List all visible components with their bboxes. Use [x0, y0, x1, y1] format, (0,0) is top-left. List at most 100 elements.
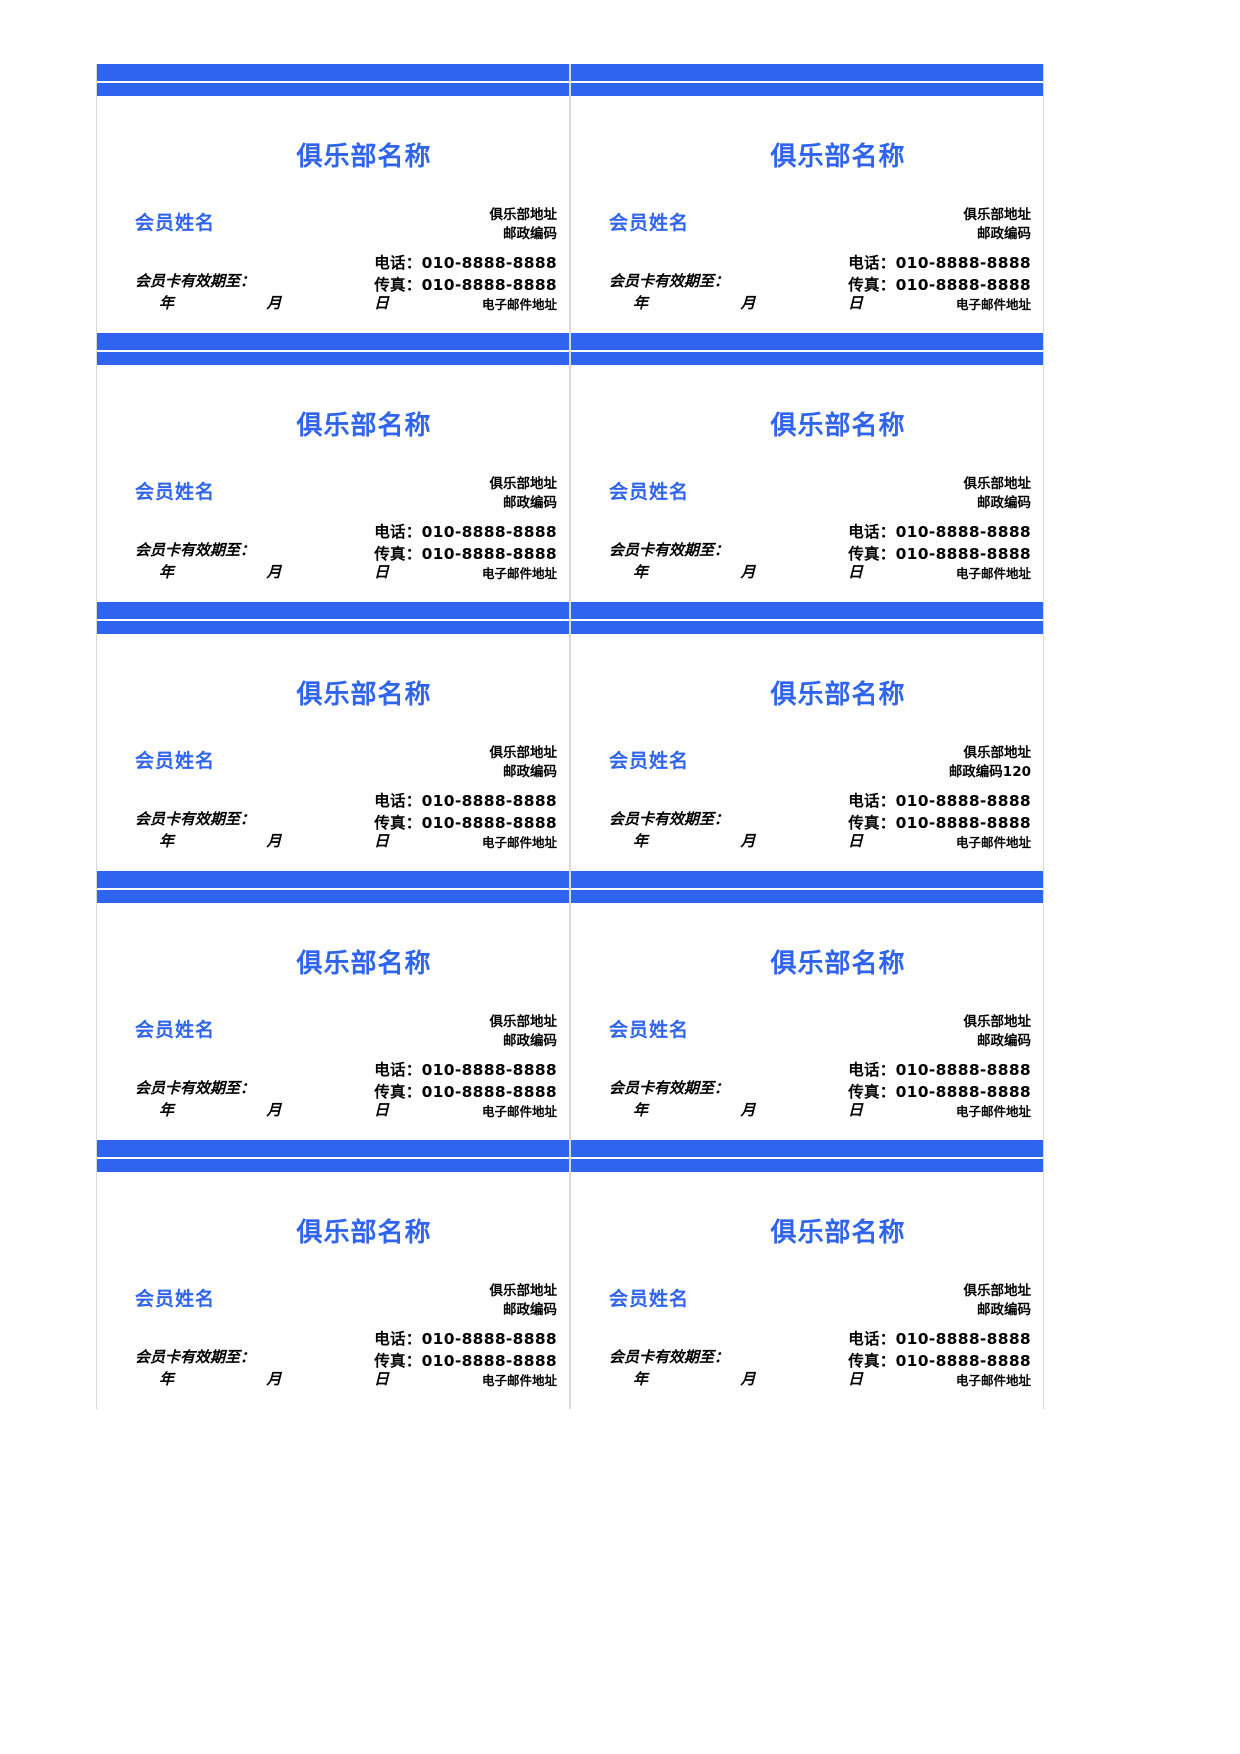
card-header-bar — [97, 333, 569, 365]
club-title: 俱乐部名称 — [296, 1218, 432, 1248]
day-label: 日 — [373, 294, 389, 312]
contact-spacer — [731, 512, 1031, 522]
club-address: 俱乐部地址 — [489, 745, 558, 761]
postal-code: 邮政编码 — [503, 1032, 557, 1049]
validity-date-fields: 年月日 — [633, 834, 863, 849]
member-name: 会员姓名 — [609, 212, 690, 234]
validity-label: 会员卡有效期至： — [609, 1079, 730, 1097]
club-title: 俱乐部名称 — [770, 411, 906, 441]
contact-spacer — [257, 1050, 557, 1060]
day-label: 日 — [373, 1101, 389, 1119]
email-address: 电子邮件地址 — [955, 835, 1031, 850]
telephone: 电话：010-8888-8888 — [848, 792, 1031, 811]
member-name: 会员姓名 — [135, 481, 216, 503]
club-title: 俱乐部名称 — [296, 949, 432, 979]
header-band-top — [571, 871, 1043, 888]
header-band-gap — [97, 1157, 569, 1159]
fax: 传真：010-8888-8888 — [848, 813, 1031, 832]
member-name: 会员姓名 — [135, 1019, 216, 1041]
contact-spacer — [731, 1319, 1031, 1329]
telephone: 电话：010-8888-8888 — [848, 1330, 1031, 1349]
card-header-bar — [97, 64, 569, 96]
validity-label: 会员卡有效期至： — [135, 272, 256, 290]
validity-date-fields: 年月日 — [633, 1103, 863, 1118]
validity-label: 会员卡有效期至： — [135, 541, 256, 559]
day-label: 日 — [847, 1370, 863, 1388]
header-band-gap — [571, 1157, 1043, 1159]
email-address: 电子邮件地址 — [955, 1373, 1031, 1388]
month-label: 月 — [740, 1101, 756, 1119]
header-band-gap — [97, 619, 569, 621]
header-band-bottom — [97, 352, 569, 365]
club-address: 俱乐部地址 — [963, 1014, 1032, 1030]
telephone: 电话：010-8888-8888 — [374, 1330, 557, 1349]
month-label: 月 — [266, 1101, 282, 1119]
header-band-gap — [571, 888, 1043, 890]
month-label: 月 — [740, 563, 756, 581]
card-header-bar — [571, 871, 1043, 903]
fax: 传真：010-8888-8888 — [374, 544, 557, 563]
validity-label: 会员卡有效期至： — [135, 810, 256, 828]
member-name: 会员姓名 — [609, 750, 690, 772]
postal-code: 邮政编码 — [977, 225, 1031, 242]
header-band-top — [97, 64, 569, 81]
fax: 传真：010-8888-8888 — [848, 1351, 1031, 1370]
club-title: 俱乐部名称 — [770, 949, 906, 979]
header-band-top — [97, 602, 569, 619]
header-band-top — [571, 1140, 1043, 1157]
telephone: 电话：010-8888-8888 — [374, 1061, 557, 1080]
telephone: 电话：010-8888-8888 — [374, 792, 557, 811]
month-label: 月 — [266, 563, 282, 581]
card-header-bar — [571, 602, 1043, 634]
header-band-bottom — [97, 1159, 569, 1172]
club-address: 俱乐部地址 — [489, 476, 558, 492]
header-band-bottom — [571, 352, 1043, 365]
contact-spacer — [731, 781, 1031, 791]
header-band-gap — [97, 888, 569, 890]
year-label: 年 — [633, 1101, 649, 1119]
postal-code: 邮政编码 — [977, 494, 1031, 511]
club-title: 俱乐部名称 — [770, 142, 906, 172]
contact-spacer — [257, 781, 557, 791]
year-label: 年 — [159, 1370, 175, 1388]
contact-spacer — [731, 1050, 1031, 1060]
validity-date-fields: 年月日 — [633, 1372, 863, 1387]
member-name: 会员姓名 — [135, 1288, 216, 1310]
club-address: 俱乐部地址 — [963, 476, 1032, 492]
header-band-bottom — [97, 83, 569, 96]
contact-spacer — [257, 243, 557, 253]
month-label: 月 — [266, 294, 282, 312]
club-address: 俱乐部地址 — [963, 207, 1032, 223]
postal-code: 邮政编码 — [977, 1032, 1031, 1049]
club-title: 俱乐部名称 — [296, 411, 432, 441]
postal-code: 邮政编码120 — [948, 763, 1031, 780]
